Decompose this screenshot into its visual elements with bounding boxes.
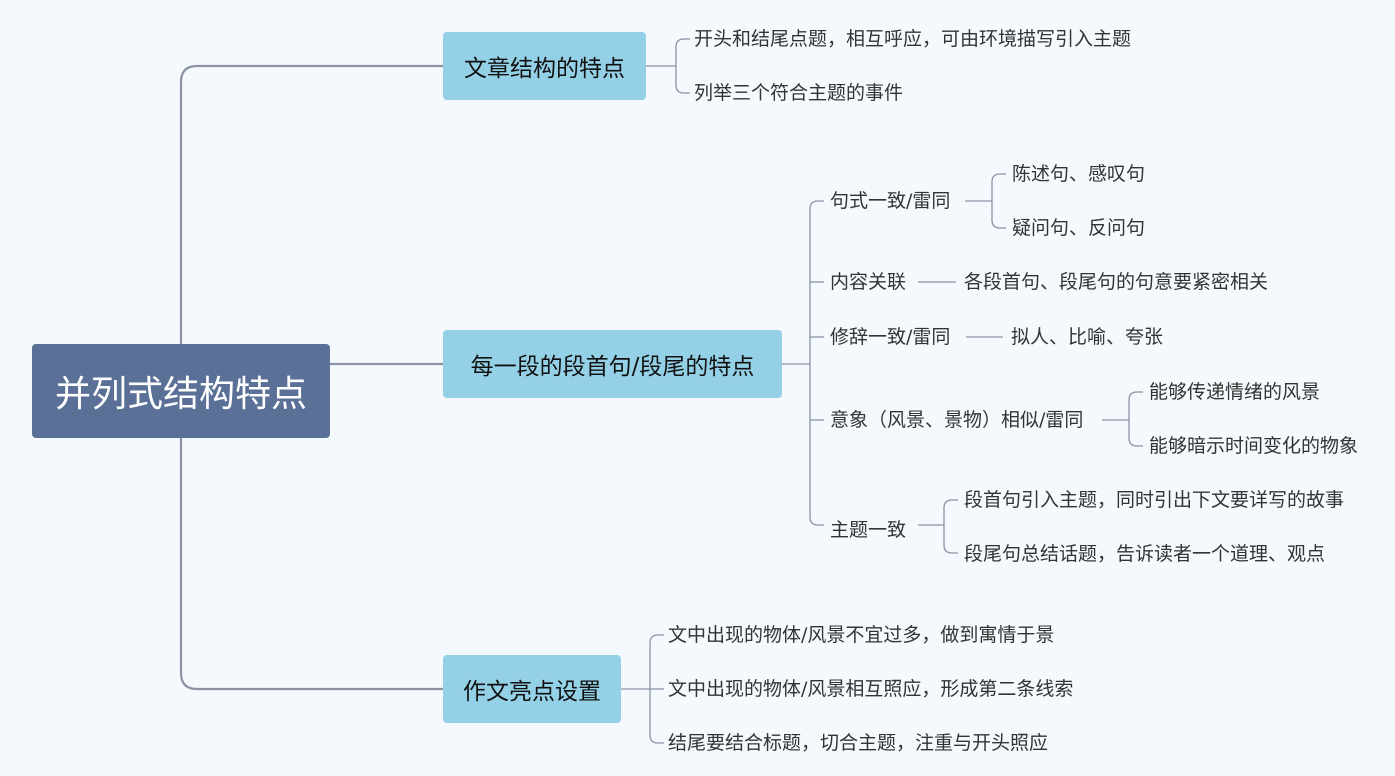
topic-emotional-scenery[interactable]: 能够传递情绪的风景 xyxy=(1149,381,1321,403)
topic-sentence-pattern[interactable]: 句式一致/雷同 xyxy=(830,190,951,212)
topic-interrogative-rhetorical[interactable]: 疑问句、反问句 xyxy=(1012,217,1146,239)
branch-label: 每一段的段首句/段尾的特点 xyxy=(470,354,755,380)
topic-imagery[interactable]: 意象（风景、景物）相似/雷同 xyxy=(830,409,1084,431)
topic-echoing-objects[interactable]: 文中出现的物体/风景相互照应，形成第二条线索 xyxy=(668,678,1074,700)
root-topic[interactable]: 并列式结构特点 xyxy=(32,344,330,438)
topic-time-change-objects[interactable]: 能够暗示时间变化的物象 xyxy=(1149,435,1359,457)
topic-ending-with-title[interactable]: 结尾要结合标题，切合主题，注重与开头照应 xyxy=(668,732,1049,754)
root-topic-label: 并列式结构特点 xyxy=(54,374,307,415)
topic-rhetoric-devices[interactable]: 拟人、比喻、夸张 xyxy=(1011,326,1164,348)
topic-rhetoric[interactable]: 修辞一致/雷同 xyxy=(830,326,951,348)
branch-article-structure[interactable]: 文章结构的特点 xyxy=(443,32,646,100)
topic-opening-ending[interactable]: 开头和结尾点题，相互呼应，可由环境描写引入主题 xyxy=(694,28,1132,50)
topic-opening-sentence-theme[interactable]: 段首句引入主题，同时引出下文要详写的故事 xyxy=(964,489,1345,511)
branch-paragraph-sentences[interactable]: 每一段的段首句/段尾的特点 xyxy=(443,330,782,398)
branch-highlights[interactable]: 作文亮点设置 xyxy=(443,655,621,723)
topic-limited-objects[interactable]: 文中出现的物体/风景不宜过多，做到寓情于景 xyxy=(668,624,1055,646)
branch-label: 文章结构的特点 xyxy=(464,56,625,82)
topic-three-events[interactable]: 列举三个符合主题的事件 xyxy=(694,82,904,104)
topic-closing-sentence-summary[interactable]: 段尾句总结话题，告诉读者一个道理、观点 xyxy=(964,543,1326,565)
topic-consistent-theme[interactable]: 主题一致 xyxy=(830,519,907,541)
topic-content-relation[interactable]: 内容关联 xyxy=(830,271,907,293)
topic-declarative-exclamatory[interactable]: 陈述句、感叹句 xyxy=(1012,163,1146,185)
topic-content-relation-detail[interactable]: 各段首句、段尾句的句意要紧密相关 xyxy=(964,271,1269,293)
branch-label: 作文亮点设置 xyxy=(463,679,601,705)
